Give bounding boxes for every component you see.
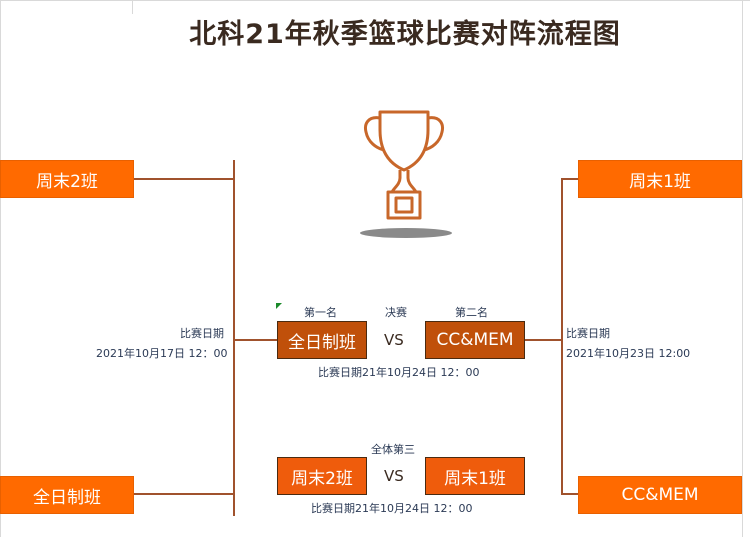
third-place-label: 全体第三 (371, 443, 415, 456)
gridline (132, 0, 133, 14)
third-date: 比赛日期21年10月24日 12：00 (311, 502, 473, 515)
page-title: 北科21年秋季篮球比赛对阵流程图 (189, 19, 621, 50)
date-value: 2021年10月23日 12:00 (566, 347, 691, 360)
third-team-left: 周末2班 (277, 457, 367, 495)
team-box-right-top: 周末1班 (578, 160, 742, 198)
team-name: 周末1班 (629, 171, 691, 192)
bracket-line (233, 160, 235, 516)
team-name: CC&MEM (621, 485, 699, 505)
vs-label: VS (384, 331, 404, 349)
bracket-line (524, 339, 562, 341)
trophy-icon (364, 110, 444, 220)
team-name: 全日制班 (288, 332, 356, 353)
final-team-right: CC&MEM (425, 321, 525, 359)
gridline (742, 0, 743, 537)
vs-label: VS (384, 467, 404, 485)
team-name: 周末1班 (444, 468, 506, 489)
date-label: 比赛日期 (566, 327, 610, 340)
final-label: 决赛 (385, 306, 407, 319)
team-box-right-bottom: CC&MEM (578, 476, 742, 514)
bracket-line (561, 178, 563, 495)
third-team-right: 周末1班 (425, 457, 525, 495)
trophy-shadow (360, 228, 452, 238)
bracket-line (234, 339, 277, 341)
team-name: 周末2班 (36, 171, 98, 192)
date-label: 比赛日期 (180, 327, 224, 340)
team-name: 周末2班 (291, 468, 353, 489)
team-name: 全日制班 (33, 487, 101, 508)
team-box-left-bottom: 全日制班 (0, 476, 134, 514)
gridline (0, 0, 750, 1)
gridline (0, 0, 1, 537)
second-place-label: 第二名 (455, 306, 488, 319)
team-box-left-top: 周末2班 (0, 160, 134, 198)
bracket-line (562, 178, 578, 180)
first-place-label: 第一名 (304, 306, 337, 319)
cell-marker (276, 303, 282, 309)
final-date: 比赛日期21年10月24日 12：00 (318, 366, 480, 379)
bracket-line (134, 493, 234, 495)
final-team-left: 全日制班 (277, 321, 367, 359)
bracket-line (134, 178, 234, 180)
team-name: CC&MEM (436, 330, 514, 350)
bracket-line (562, 493, 578, 495)
date-value: 2021年10月17日 12：00 (96, 347, 228, 360)
